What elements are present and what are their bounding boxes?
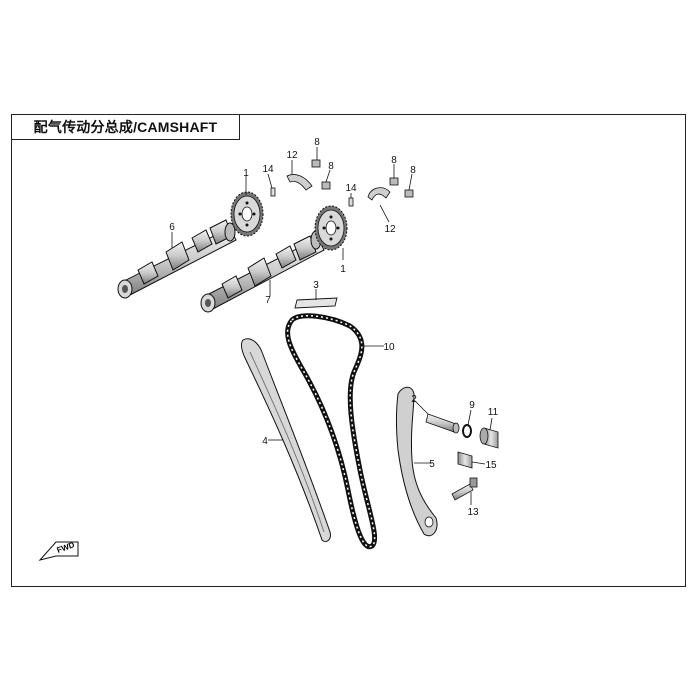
forward-direction-arrow: FWD [38,540,79,561]
callout-12-left: 12 [286,150,298,161]
callout-8-d: 8 [410,165,416,176]
callout-14-right: 14 [345,183,357,194]
chain-guide-part-4 [241,338,331,543]
callout-11: 11 [488,407,499,418]
chain-tensioner-arm-part-5 [396,386,438,537]
cam-sprocket-part-1-right [314,205,348,251]
callout-1-left: 1 [243,168,249,179]
callout-8-a: 8 [314,137,320,148]
spacer-part-15 [457,451,473,469]
callout-14-left: 14 [262,164,274,175]
bolt-part-8-c [389,177,399,186]
callout-2: 2 [411,394,417,405]
callout-10: 10 [383,342,395,353]
callout-labels: 1 1 2 3 4 5 6 7 8 8 8 8 9 10 11 12 12 13… [169,137,498,518]
bolt-part-8-b [321,181,331,190]
callout-4: 4 [262,436,268,447]
chain-guide-plate-part-3 [294,297,338,309]
o-ring-part-9 [462,424,472,438]
camshaft-exhaust-part-7 [200,230,325,313]
diagram-frame [11,114,686,587]
bolt-part-8-d [404,189,414,198]
retainer-plate-part-12-right [367,187,391,201]
callout-15: 15 [485,460,497,471]
tensioner-cap-part-11 [479,427,499,449]
cam-sprocket-part-1-left [230,191,264,237]
callout-12-right: 12 [384,224,396,235]
callout-6: 6 [169,222,175,233]
retainer-plate-part-12-left [286,174,313,191]
diagram-title: 配气传动分总成/CAMSHAFT [33,119,218,135]
tensioner-plunger-part-2 [425,413,460,434]
dowel-pin-part-14-right [348,197,354,207]
dowel-pin-part-14-left [270,187,276,197]
camshaft-intake-part-6 [117,219,237,299]
callout-5: 5 [429,459,435,470]
callout-7: 7 [265,295,271,306]
pivot-bolt-part-13 [451,477,478,501]
callout-3: 3 [313,280,319,291]
callout-13: 13 [467,507,479,518]
leader-lines [171,147,493,505]
bolt-part-8-a [311,159,321,168]
callout-8-c: 8 [391,155,397,166]
timing-chain-part-10 [285,313,378,550]
callout-9: 9 [469,400,475,411]
title-box: 配气传动分总成/CAMSHAFT [11,114,240,140]
callout-1-right: 1 [340,264,346,275]
callout-8-b: 8 [328,161,334,172]
